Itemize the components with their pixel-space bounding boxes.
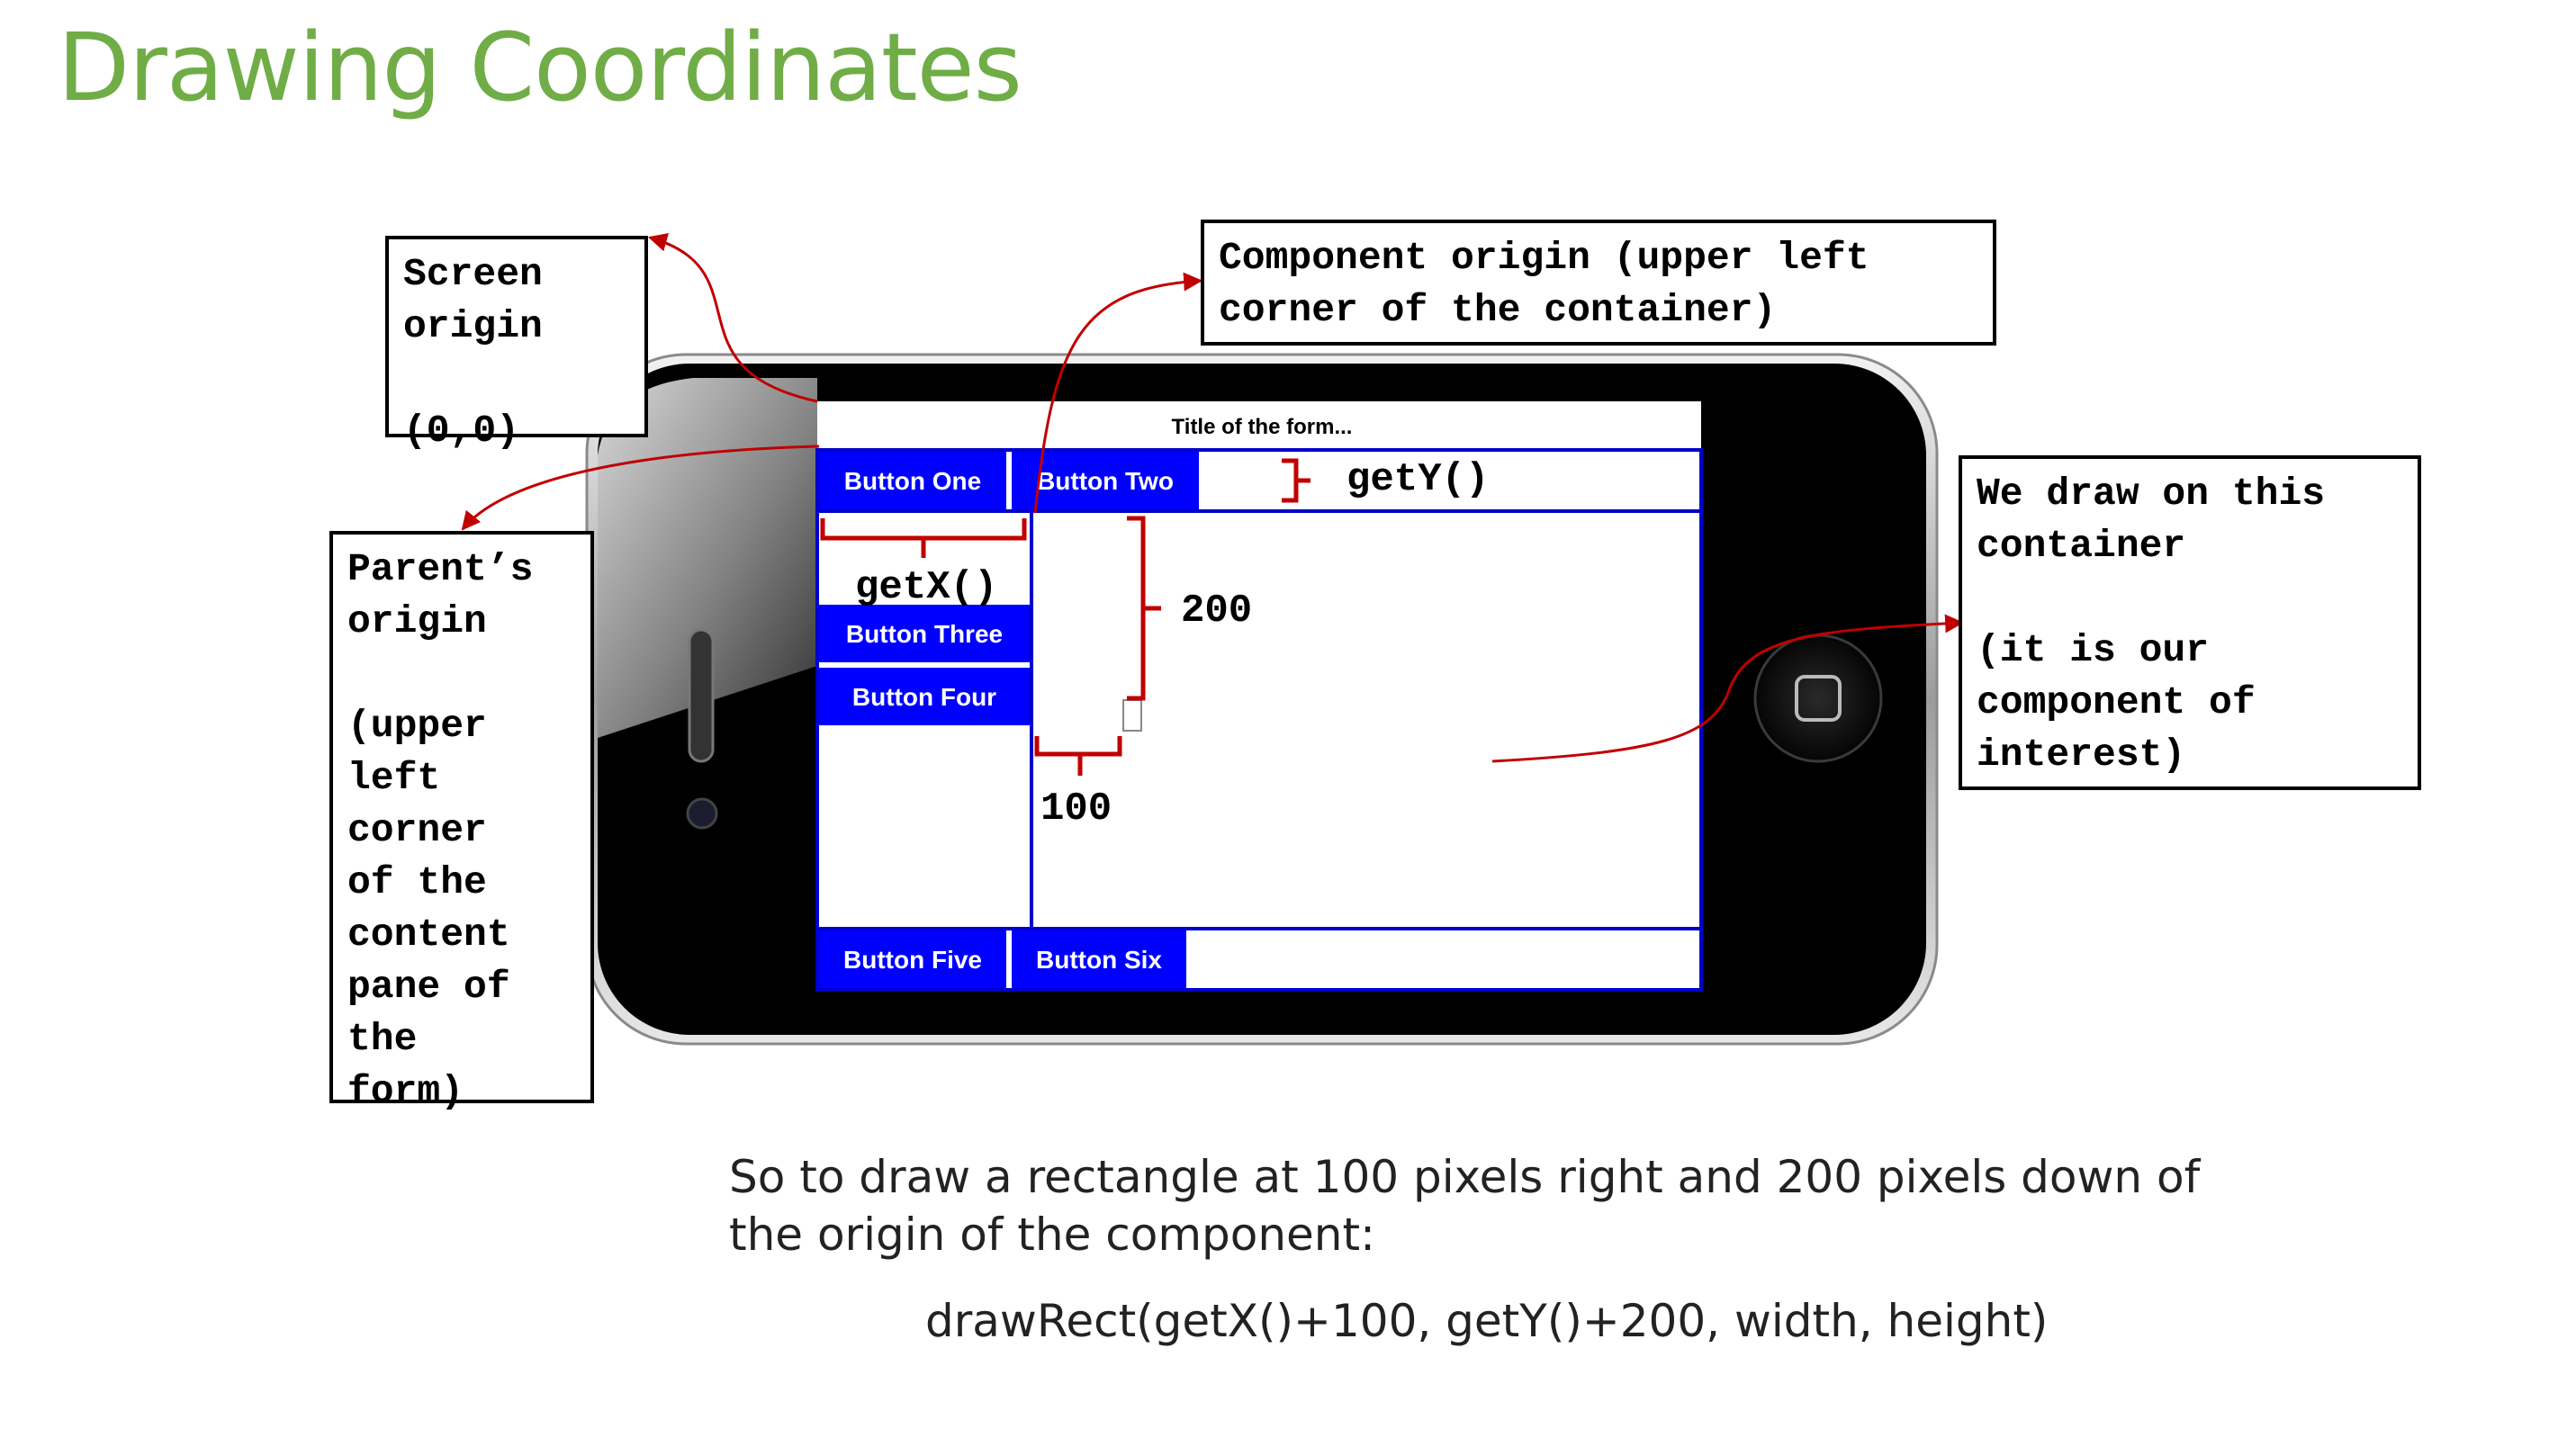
button-five[interactable] [819,930,1006,988]
content-pane-border [815,448,1703,992]
button-six[interactable] [1012,930,1186,988]
button-three-label: Button Three [846,620,1003,648]
home-button[interactable] [1753,634,1883,763]
screen-origin-callout: Screen origin (0,0) [385,236,648,453]
button-two-label: Button Two [1037,467,1174,495]
dy-label: 200 [1181,589,1252,634]
callout-arrows [461,233,1965,763]
dx-brace [1034,736,1122,776]
parents-origin-arrow [461,445,820,531]
home-button-icon [1795,675,1842,722]
phone-camera [686,797,718,830]
draw-container-callout: We draw on this container (it is our com… [1959,455,2421,790]
button-five-label: Button Five [843,946,982,974]
caption-line-2: the origin of the component: [729,1209,1375,1261]
drawn-rectangle [1122,699,1142,732]
parents-origin-callout: Parent’s origin (upper left corner of th… [329,531,594,1113]
button-four-label: Button Four [852,683,996,711]
phone-speaker [688,628,715,763]
button-three[interactable] [819,605,1030,662]
form-window: Title of the form... Button One Button T… [815,401,1703,992]
component-origin-arrow [1033,272,1203,514]
button-one[interactable] [819,452,1006,509]
gety-brace [1282,458,1311,503]
form-title: Title of the form... [1172,415,1353,439]
annotations [820,458,1311,776]
dx-label: 100 [1040,786,1112,831]
caption-line-1: So to draw a rectangle at 100 pixels rig… [729,1151,2201,1203]
button-six-label: Button Six [1036,946,1162,974]
getx-label: getX() [855,565,997,610]
button-two[interactable] [1012,452,1199,509]
caption-code: drawRect(getX()+100, getY()+200, width, … [925,1295,2049,1347]
phone-glass-reflection [598,378,817,738]
button-one-label: Button One [844,467,981,495]
component-origin-callout: Component origin (upper left corner of t… [1201,220,1996,346]
draw-container-arrow [1491,614,1965,763]
gety-label: getY() [1347,457,1489,502]
dy-brace [1127,516,1161,701]
button-four[interactable] [819,668,1030,725]
slide-title: Drawing Coordinates [58,13,1022,122]
screen-origin-arrow [647,233,818,403]
getx-brace [820,518,1027,558]
